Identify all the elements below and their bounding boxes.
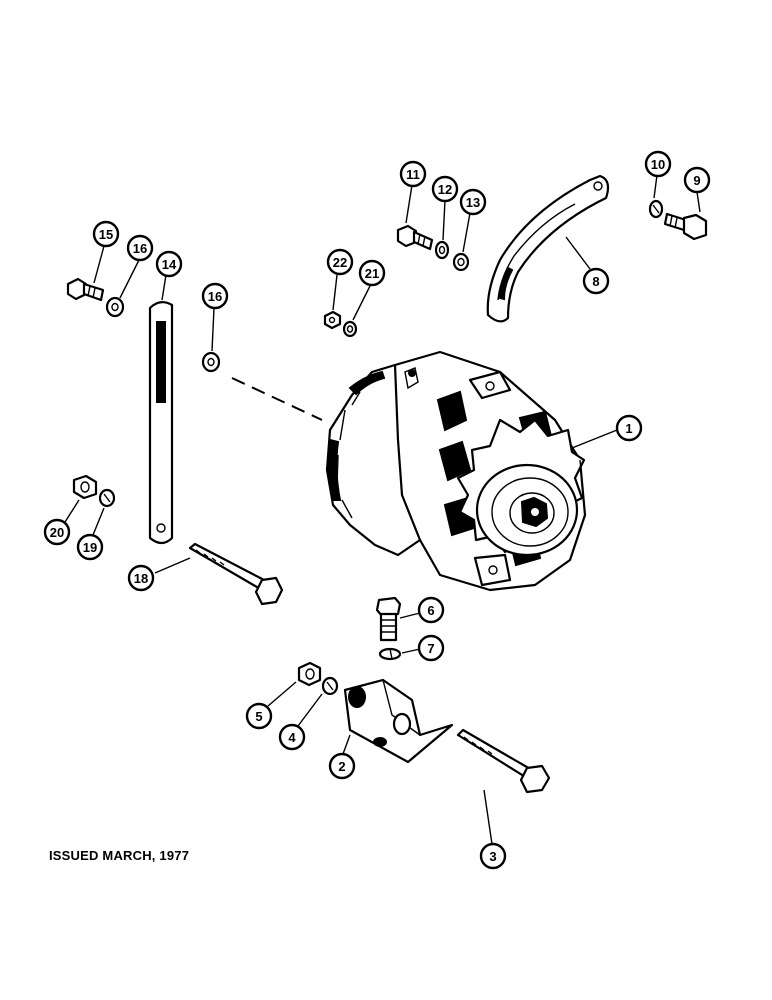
- callout-15: 15: [94, 222, 118, 246]
- mounting-bracket: [345, 680, 452, 762]
- callout-1: 1: [617, 416, 641, 440]
- issued-date-text: ISSUED MARCH, 1977: [49, 848, 190, 863]
- washer-21: [344, 322, 356, 336]
- svg-text:11: 11: [406, 167, 420, 182]
- callout-12: 12: [433, 177, 457, 201]
- alternator-assembly: [327, 352, 585, 590]
- callout-13: 13: [461, 190, 485, 214]
- callout-2: 2: [330, 754, 354, 778]
- callout-11: 11: [401, 162, 425, 186]
- lockwasher-10: [650, 201, 662, 217]
- svg-text:19: 19: [83, 540, 97, 555]
- svg-text:15: 15: [99, 227, 113, 242]
- callout-7: 7: [419, 636, 443, 660]
- svg-text:1: 1: [625, 421, 632, 436]
- callout-22: 22: [328, 250, 352, 274]
- svg-text:10: 10: [651, 157, 665, 172]
- svg-text:4: 4: [288, 730, 296, 745]
- callout-8: 8: [584, 269, 608, 293]
- svg-text:6: 6: [427, 603, 434, 618]
- adjusting-strap-curved: [488, 176, 608, 321]
- washer-16-middle: [203, 353, 219, 371]
- bolt-15: [68, 279, 103, 300]
- callout-9: 9: [685, 168, 709, 192]
- lockwasher-7: [380, 649, 400, 659]
- nut-22: [325, 312, 340, 328]
- leader-lines: [65, 175, 700, 844]
- svg-text:13: 13: [466, 195, 480, 210]
- bolt-11: [398, 226, 432, 249]
- nut-20: [74, 476, 96, 498]
- svg-text:3: 3: [489, 849, 496, 864]
- svg-text:9: 9: [693, 173, 700, 188]
- callout-19: 19: [78, 535, 102, 559]
- adjusting-strap-straight: [150, 302, 172, 543]
- callout-16b: 16: [203, 284, 227, 308]
- callout-6: 6: [419, 598, 443, 622]
- callout-14: 14: [157, 252, 181, 276]
- lockwasher-4: [323, 678, 337, 694]
- svg-text:12: 12: [438, 182, 452, 197]
- svg-text:20: 20: [50, 525, 64, 540]
- svg-text:2: 2: [338, 759, 345, 774]
- callout-5: 5: [247, 704, 271, 728]
- alignment-dashed-line: [232, 378, 322, 420]
- svg-text:14: 14: [162, 257, 177, 272]
- svg-text:8: 8: [592, 274, 599, 289]
- bolt-3: [458, 730, 549, 792]
- bolt-9: [665, 214, 706, 239]
- callout-10: 10: [646, 152, 670, 176]
- callout-20: 20: [45, 520, 69, 544]
- callout-18: 18: [129, 566, 153, 590]
- nut-5: [299, 663, 320, 685]
- bolt-6: [377, 598, 400, 640]
- callout-3: 3: [481, 844, 505, 868]
- callout-16a: 16: [128, 236, 152, 260]
- svg-text:5: 5: [255, 709, 262, 724]
- callout-21: 21: [360, 261, 384, 285]
- svg-text:7: 7: [427, 641, 434, 656]
- bolt-18: [190, 544, 282, 604]
- svg-text:21: 21: [365, 266, 379, 281]
- lockwasher-19: [100, 490, 114, 506]
- svg-text:18: 18: [134, 571, 148, 586]
- callout-4: 4: [280, 725, 304, 749]
- svg-text:16: 16: [208, 289, 222, 304]
- washer-16-top: [107, 298, 123, 316]
- svg-text:22: 22: [333, 255, 347, 270]
- lockwasher-12: [436, 242, 448, 258]
- svg-text:16: 16: [133, 241, 147, 256]
- washer-13: [454, 254, 468, 270]
